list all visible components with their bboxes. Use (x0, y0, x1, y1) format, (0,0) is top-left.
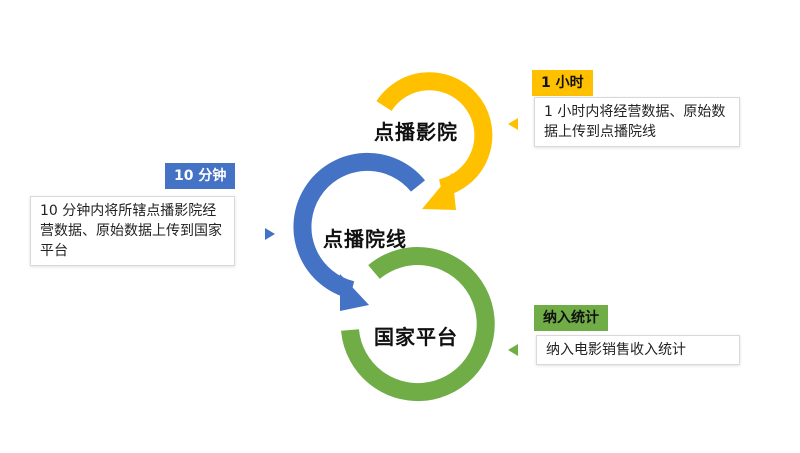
platform-title: 国家平台 (374, 325, 458, 349)
line-pointer (265, 228, 275, 240)
cinema-tag: 1 小时 (532, 70, 593, 96)
cinema-ring (376, 72, 493, 197)
platform-tag: 纳入统计 (534, 305, 608, 331)
platform-pointer (508, 344, 518, 356)
line-tag: 10 分钟 (165, 163, 236, 189)
line-ring-arrowhead (340, 274, 369, 311)
line-description: 10 分钟内将所辖点播影院经营数据、原始数据上传到国家平台 (30, 196, 235, 266)
line-title: 点播院线 (323, 227, 407, 251)
platform-description: 纳入电影销售收入统计 (536, 335, 740, 365)
cinema-title: 点播影院 (374, 120, 458, 144)
cinema-ring-arrowhead (422, 173, 456, 210)
platform-ring (341, 247, 495, 402)
line-ring (293, 152, 425, 299)
cinema-description: 1 小时内将经营数据、原始数据上传到点播院线 (534, 97, 740, 147)
cinema-pointer (508, 118, 518, 130)
